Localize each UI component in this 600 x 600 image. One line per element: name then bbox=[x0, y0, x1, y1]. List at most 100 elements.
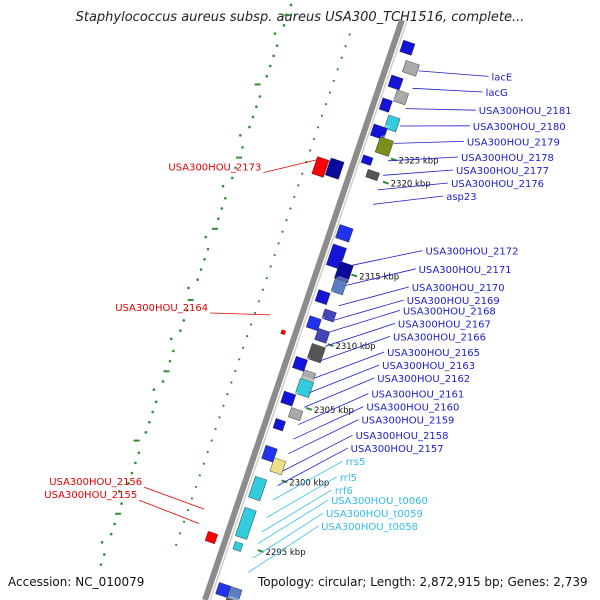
gene-label[interactable]: USA300HOU_t0060 bbox=[331, 496, 428, 507]
gene-label[interactable]: USA300HOU_2172 bbox=[426, 247, 519, 258]
gene-label[interactable]: USA300HOU_2173 bbox=[168, 163, 261, 174]
gc-dot bbox=[251, 115, 255, 119]
gc-dot bbox=[234, 369, 237, 373]
gene-block bbox=[360, 152, 377, 166]
gene-label[interactable]: asp23 bbox=[446, 192, 476, 203]
gc-dot bbox=[198, 474, 201, 477]
gene-label[interactable]: USA300HOU_2163 bbox=[382, 361, 475, 372]
gene-labels[interactable]: lacE lacG USA300HOU_2181USA300HOU_2180USA3… bbox=[44, 70, 572, 573]
gc-dot bbox=[230, 381, 233, 384]
gc-dot bbox=[320, 114, 324, 117]
gc-dot bbox=[301, 172, 304, 175]
gc-dot bbox=[221, 184, 225, 188]
gene-label[interactable]: lacE bbox=[492, 72, 513, 83]
gene-block-reverse bbox=[280, 327, 290, 336]
gene-leader-line bbox=[393, 141, 464, 144]
gene-label[interactable]: lacG bbox=[486, 88, 508, 99]
gene-leader-line bbox=[293, 406, 364, 440]
kbp-label: 2325 kbp bbox=[399, 156, 439, 166]
gene-label[interactable]: USA300HOU_2162 bbox=[377, 374, 470, 385]
gene-label[interactable]: USA300HOU_2157 bbox=[351, 444, 444, 455]
gene-leader-line bbox=[383, 169, 454, 176]
kbp-label: 2320 kbp bbox=[391, 180, 431, 190]
gene-label[interactable]: USA300HOU_2155 bbox=[44, 490, 137, 501]
gene-leader-line bbox=[352, 250, 423, 266]
gene-block bbox=[378, 95, 397, 113]
gene-leader-line bbox=[324, 323, 396, 347]
gc-dot bbox=[196, 278, 199, 282]
gc-dot bbox=[293, 195, 296, 199]
gc-dot bbox=[336, 68, 339, 71]
gene-label[interactable]: USA300HOU_2179 bbox=[467, 137, 560, 148]
gc-dot bbox=[312, 137, 316, 141]
kbp-tick bbox=[281, 479, 288, 484]
gene-label[interactable]: USA300HOU_2178 bbox=[461, 153, 554, 164]
gc-dot bbox=[118, 490, 121, 493]
topology-text: Topology: circular; Length: 2,872,915 bp… bbox=[258, 575, 588, 589]
gc-dot bbox=[179, 329, 182, 332]
gc-dot bbox=[230, 176, 234, 180]
gene-block bbox=[305, 313, 326, 332]
gene-label[interactable]: USA300HOU_2164 bbox=[115, 303, 208, 314]
gene-leader-line bbox=[282, 434, 353, 472]
gc-dot bbox=[223, 197, 227, 200]
feature-track bbox=[204, 38, 424, 600]
gene-label[interactable]: rrl5 bbox=[340, 473, 357, 484]
gc-skew-track bbox=[99, 3, 351, 566]
gc-dot bbox=[269, 265, 272, 268]
gene-leader-line bbox=[277, 447, 348, 486]
gene-leader-line bbox=[418, 70, 489, 77]
gene-leader-line bbox=[304, 377, 375, 408]
gc-dot bbox=[99, 563, 103, 566]
gc-dot bbox=[253, 311, 257, 315]
gc-dot bbox=[238, 358, 241, 361]
gene-label[interactable]: USA300HOU_2159 bbox=[361, 416, 454, 427]
gene-label[interactable]: USA300HOU_2181 bbox=[479, 106, 572, 117]
gene-label[interactable]: USA300HOU_2169 bbox=[407, 296, 500, 307]
gene-leader-line bbox=[263, 157, 324, 173]
gene-label[interactable]: USA300HOU_2171 bbox=[419, 265, 512, 276]
gc-dot bbox=[289, 3, 293, 7]
gene-label[interactable]: USA300HOU_2180 bbox=[473, 122, 566, 133]
gc-dot bbox=[268, 64, 272, 68]
gc-dot bbox=[147, 420, 151, 424]
gc-dot bbox=[144, 431, 148, 434]
map-title: Staphylococcus aureus subsp. aureus USA3… bbox=[75, 10, 525, 25]
kbp-label: 2305 kbp bbox=[314, 406, 354, 416]
gene-label[interactable]: rrf6 bbox=[335, 486, 353, 497]
gc-dot bbox=[297, 184, 300, 187]
gene-label[interactable]: USA300HOU_2170 bbox=[412, 283, 505, 294]
gc-dot bbox=[161, 380, 165, 383]
accession-text: Accession: NC_010079 bbox=[8, 575, 145, 589]
gene-label[interactable]: USA300HOU_t0058 bbox=[321, 522, 418, 533]
gc-dot bbox=[103, 553, 106, 556]
gene-label[interactable]: USA300HOU_2176 bbox=[451, 179, 544, 190]
gc-dot bbox=[175, 543, 178, 547]
gc-dot bbox=[316, 126, 320, 129]
gene-label[interactable]: USA300HOU_2166 bbox=[393, 332, 486, 343]
gene-label[interactable]: USA300HOU_2165 bbox=[387, 348, 480, 359]
gene-block bbox=[269, 455, 290, 476]
gc-dot bbox=[281, 230, 284, 233]
gc-dot bbox=[210, 439, 213, 442]
gene-leader-line bbox=[266, 476, 338, 518]
gene-label[interactable]: USA300HOU_t0059 bbox=[326, 509, 423, 520]
gc-dot bbox=[190, 497, 194, 500]
gene-block bbox=[335, 222, 358, 243]
gene-leader-line bbox=[252, 512, 324, 559]
gene-block bbox=[321, 306, 341, 323]
gene-block bbox=[314, 287, 335, 305]
gene-label[interactable]: USA300HOU_2167 bbox=[398, 319, 491, 330]
gene-label[interactable]: USA300HOU_2168 bbox=[403, 306, 496, 317]
gc-dot bbox=[137, 451, 141, 454]
gene-label[interactable]: rrs5 bbox=[346, 457, 366, 468]
gene-label[interactable]: USA300HOU_2161 bbox=[371, 390, 464, 401]
gc-dot bbox=[182, 520, 186, 523]
gc-dot bbox=[109, 532, 113, 536]
gene-label[interactable]: USA300HOU_2177 bbox=[456, 166, 549, 177]
gene-label[interactable]: USA300HOU_2160 bbox=[366, 403, 459, 414]
gc-dot bbox=[248, 125, 251, 129]
gene-label[interactable]: USA300HOU_2158 bbox=[356, 431, 449, 442]
gene-label[interactable]: USA300HOU_2156 bbox=[49, 477, 142, 488]
